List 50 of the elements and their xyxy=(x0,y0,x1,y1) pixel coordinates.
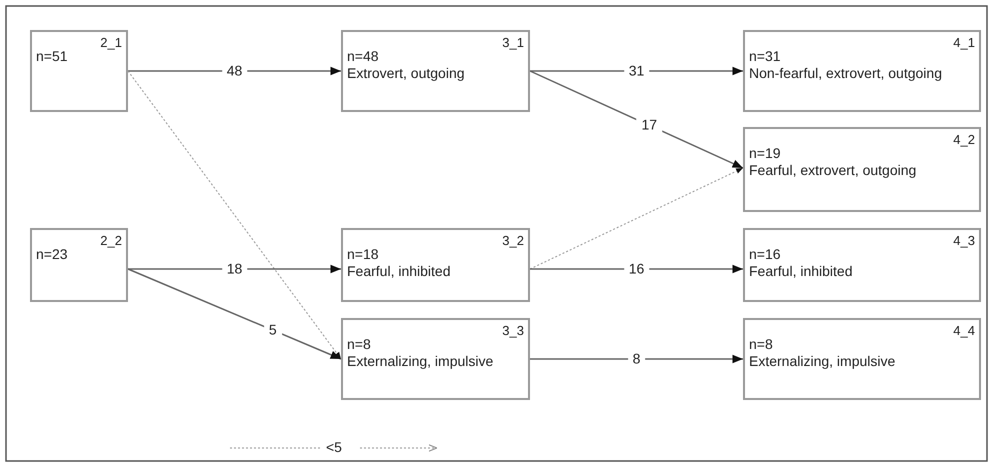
state-box xyxy=(341,30,530,112)
sample-size: n=19 xyxy=(749,145,782,162)
cluster-description: Externalizing, impulsive xyxy=(347,353,494,370)
cluster-id: 3_3 xyxy=(502,322,524,339)
legend-label: <5 xyxy=(326,439,342,455)
sample-size: n=8 xyxy=(749,336,774,353)
sample-size: n=8 xyxy=(347,336,372,353)
sample-size: n=16 xyxy=(749,246,782,263)
edge-label: 18 xyxy=(222,262,248,276)
state-box xyxy=(341,318,530,400)
edge-label: 31 xyxy=(624,64,650,78)
state-box xyxy=(743,30,981,112)
state-box xyxy=(743,318,981,400)
edge-label: 16 xyxy=(624,262,650,276)
state-box xyxy=(30,228,128,302)
sample-size: n=51 xyxy=(36,48,69,65)
cluster-description: Fearful, extrovert, outgoing xyxy=(749,162,918,179)
cluster-description: Fearful, inhibited xyxy=(749,263,854,280)
arrow xyxy=(128,264,341,274)
arrow xyxy=(530,264,743,274)
cluster-id: 4_1 xyxy=(953,34,975,51)
cluster-id: 2_1 xyxy=(100,34,122,51)
arrow xyxy=(530,354,743,364)
cluster-description: Extrovert, outgoing xyxy=(347,65,466,82)
arrow xyxy=(530,66,743,76)
cluster-id: 3_2 xyxy=(502,232,524,249)
sample-size: n=23 xyxy=(36,246,69,263)
state-box xyxy=(743,228,981,302)
cluster-description: Non-fearful, extrovert, outgoing xyxy=(749,65,943,82)
arrow xyxy=(128,268,342,360)
state-box xyxy=(743,127,981,212)
sample-size: n=18 xyxy=(347,246,380,263)
cluster-id: 4_3 xyxy=(953,232,975,249)
cluster-id: 4_4 xyxy=(953,322,975,339)
cluster-id: 2_2 xyxy=(100,232,122,249)
cluster-id: 3_1 xyxy=(502,34,524,51)
arrow xyxy=(530,168,744,270)
arrow xyxy=(128,66,341,76)
state-box xyxy=(30,30,128,112)
arrow xyxy=(128,70,342,360)
state-box xyxy=(341,228,530,302)
cluster-description: Externalizing, impulsive xyxy=(749,353,896,370)
edge-label: 48 xyxy=(222,64,248,78)
edge-label: 17 xyxy=(636,118,662,133)
edge-label: 5 xyxy=(264,322,282,338)
cluster-id: 4_2 xyxy=(953,131,975,148)
edge-label: 8 xyxy=(628,352,646,366)
sample-size: n=31 xyxy=(749,48,782,65)
sample-size: n=48 xyxy=(347,48,380,65)
cluster-description: Fearful, inhibited xyxy=(347,263,452,280)
